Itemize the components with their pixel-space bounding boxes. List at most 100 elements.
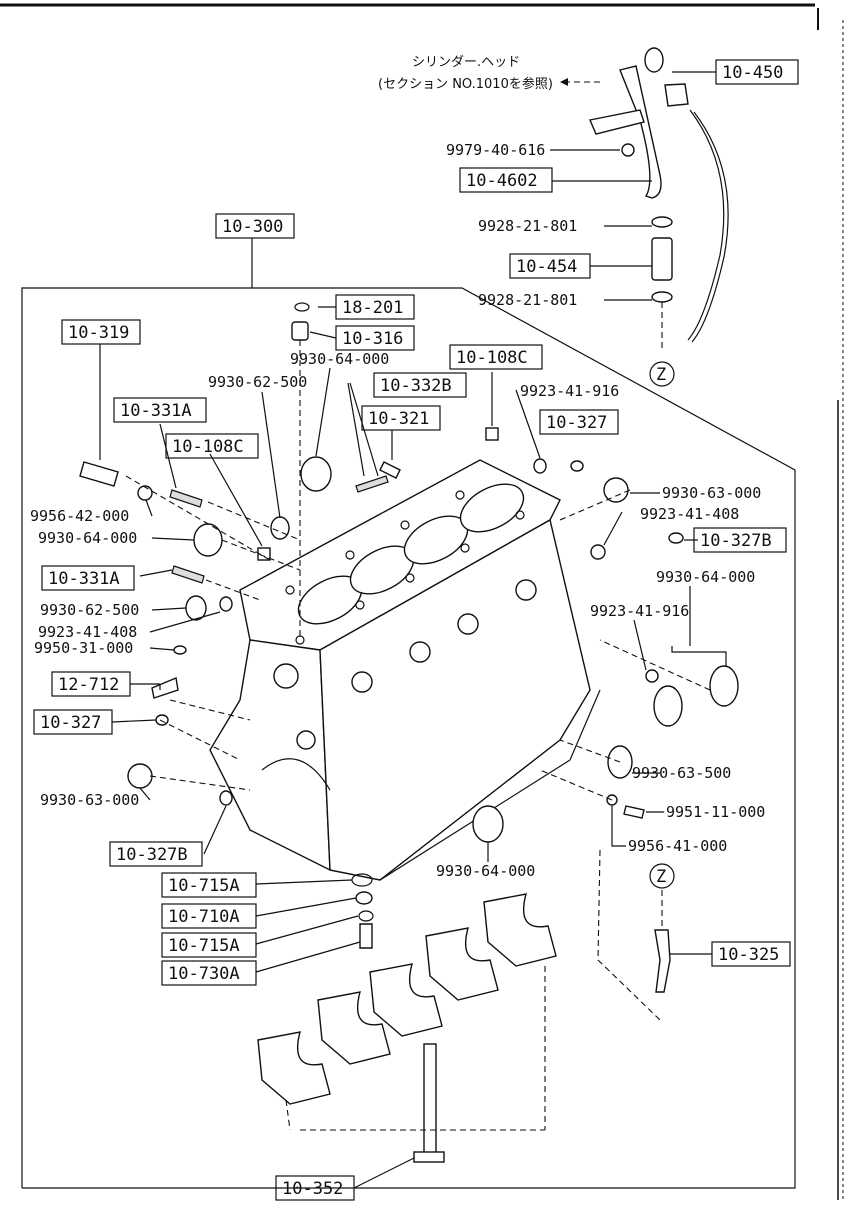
part-label-10-325: 10-325 (718, 945, 779, 965)
bolt-10-321 (379, 461, 401, 479)
bolt-hole (460, 543, 470, 553)
dipstick-guide-tube (619, 65, 662, 199)
cup-plug-9930-64-b (472, 805, 504, 843)
dipstick-rod-edge (691, 111, 729, 343)
box-frame (275, 1175, 355, 1201)
box-frame (165, 433, 259, 459)
box-frame (109, 841, 203, 867)
bolt-hole (400, 520, 410, 530)
plug-10-327b-l (219, 790, 233, 806)
leader (255, 915, 359, 945)
bolt-hole (405, 573, 415, 583)
oil-hose (651, 237, 673, 281)
bolt-hole (455, 490, 465, 500)
dash-guide (285, 1099, 291, 1131)
box-frame (161, 903, 257, 929)
dash-guide (159, 719, 241, 761)
part-label-10-715a-lower: 10-715A (168, 936, 240, 956)
z-top-label: Z (656, 365, 666, 385)
washer-10-715a-lower (358, 910, 374, 922)
bore-4 (459, 483, 525, 533)
part-9930-64-000-top: 9930-64-000 (290, 350, 389, 368)
bolt-hole (515, 510, 525, 520)
plug-9950-31 (173, 645, 187, 655)
leader (255, 897, 357, 917)
part-label-10-321: 10-321 (368, 409, 429, 429)
side-plug (351, 671, 373, 693)
box-frame (361, 405, 441, 431)
cylinder-block (209, 459, 601, 881)
box-frame (335, 294, 415, 320)
leader (603, 511, 623, 546)
part-9956-42-000: 9956-42-000 (30, 507, 129, 525)
part-9928-21-801-lower: 9928-21-801 (478, 291, 577, 309)
part-9923-41-408-left: 9923-41-408 (38, 623, 137, 641)
note-section-ref: (セクション NO.1010を参照) (378, 76, 553, 92)
part-label-10-108c-left: 10-108C (172, 437, 244, 457)
box-frame (161, 872, 257, 898)
fitting-10-316 (291, 321, 309, 341)
leader (315, 367, 331, 457)
main-bolt-10-352 (423, 1043, 437, 1155)
cup-plug-9930-62-top (270, 516, 290, 540)
box-frame (539, 409, 619, 435)
front-plug (296, 730, 316, 750)
box-frame (715, 59, 799, 85)
dowel-10-108c-top (485, 427, 499, 441)
part-9930-64-000-bottom: 9930-64-000 (436, 862, 535, 880)
bolt-hole (285, 585, 295, 595)
part-9956-41-000: 9956-41-000 (628, 837, 727, 855)
leader (151, 537, 195, 541)
dash-guide (539, 769, 613, 801)
plug-10-327-l (155, 714, 169, 726)
main-bolt-head (413, 1151, 445, 1163)
dash-guide (207, 501, 301, 541)
leader (515, 389, 541, 459)
bolt-10-730a (359, 923, 373, 949)
leader (209, 453, 263, 547)
part-9923-41-916-right: 9923-41-916 (590, 602, 689, 620)
box-frame (459, 167, 553, 193)
leader (347, 382, 365, 477)
part-label-12-712: 12-712 (58, 675, 119, 695)
leader (145, 499, 153, 517)
oil-pipe-10-325 (654, 929, 671, 993)
part-label-18-201: 18-201 (342, 298, 403, 318)
stud-upper (169, 489, 203, 508)
plate-10-710a (355, 891, 373, 905)
part-label-10-108c-top: 10-108C (456, 348, 528, 368)
box-frame (335, 325, 415, 351)
dashed-guides (125, 340, 711, 1131)
part-label-10-327-left: 10-327 (40, 713, 101, 733)
dash-guide (169, 699, 251, 721)
bolt-hole (345, 550, 355, 560)
leader (633, 619, 647, 671)
plug-10-327b-r (668, 532, 684, 544)
box-frame (373, 372, 467, 398)
z-bottom-marker (649, 863, 675, 889)
leader (203, 805, 227, 855)
front-bearing-arc (261, 758, 331, 791)
dash-guide (221, 539, 301, 571)
cup-plug-9930-63-l (127, 763, 153, 789)
leader (671, 646, 727, 666)
leader (139, 787, 151, 801)
box-frame (161, 932, 257, 958)
knock-sensor-12-712 (151, 677, 179, 699)
part-label-10-331a-lower: 10-331A (48, 569, 120, 589)
dowel-9923-41-408-r (590, 544, 606, 560)
leader (139, 569, 173, 577)
dowel-9923-41-916-top (533, 458, 547, 474)
part-label-10-450: 10-450 (722, 63, 783, 83)
leader (309, 331, 337, 339)
leader (111, 719, 157, 723)
box-frame (41, 565, 135, 591)
dowel-9923-41-916-r (645, 669, 659, 683)
bearing-caps (257, 893, 557, 1105)
dash-guide (149, 775, 251, 791)
stud-lower (171, 565, 205, 584)
washer-9956-42 (137, 485, 153, 501)
part-9923-41-408-right: 9923-41-408 (640, 505, 739, 523)
part-label-10-331a-upper: 10-331A (120, 401, 192, 421)
